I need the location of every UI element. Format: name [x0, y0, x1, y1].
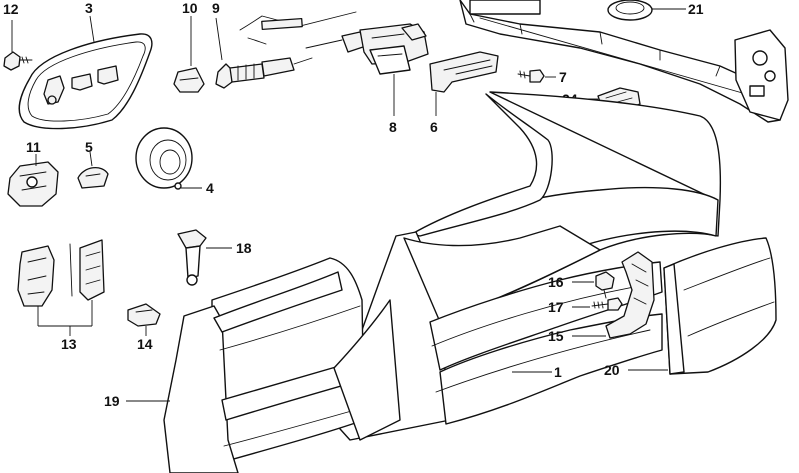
callout-14: 14 — [137, 336, 153, 352]
part-11-holder[interactable] — [7, 161, 59, 207]
callout-1: 1 — [554, 364, 562, 380]
callout-11: 11 — [26, 139, 41, 155]
callout-9: 9 — [212, 0, 220, 16]
part-20-fender[interactable] — [663, 237, 777, 375]
callout-12: 12 — [3, 1, 19, 17]
callout-18: 18 — [236, 240, 252, 256]
part-body-roof-rail[interactable] — [459, 0, 789, 123]
callout-4: 4 — [206, 180, 214, 196]
part-17-screw[interactable] — [591, 297, 623, 311]
callout-5: 5 — [85, 139, 93, 155]
part-5-cap[interactable] — [77, 167, 109, 189]
part-6-bracket[interactable] — [429, 51, 499, 93]
part-12-screw[interactable] — [3, 51, 33, 71]
leader-9 — [215, 17, 223, 61]
leader-3 — [89, 15, 95, 43]
part-7-screw[interactable] — [517, 69, 545, 83]
part-16-nut[interactable] — [595, 271, 615, 299]
callout-21: 21 — [688, 1, 704, 17]
callout-13: 13 — [61, 336, 77, 352]
part-14-clip[interactable] — [127, 303, 161, 327]
part-1-side-panel[interactable] — [331, 91, 722, 441]
callout-20: 20 — [604, 362, 620, 378]
part-4-seal[interactable] — [135, 127, 193, 190]
leader-5 — [89, 151, 93, 167]
callout-10: 10 — [182, 0, 198, 16]
part-19-door-panel[interactable] — [163, 257, 401, 473]
callout-19: 19 — [104, 393, 120, 409]
part-3-mirror-glass[interactable] — [18, 33, 153, 130]
callout-15: 15 — [548, 328, 564, 344]
callout-16: 16 — [548, 274, 564, 290]
callout-8: 8 — [389, 119, 397, 135]
part-21-grommet[interactable] — [607, 0, 653, 21]
part-8-actuator[interactable] — [305, 23, 429, 75]
callout-17: 17 — [548, 299, 564, 315]
part-10-clip[interactable] — [173, 67, 205, 93]
part-15-arch-bracket[interactable] — [605, 251, 655, 339]
part-13-latch[interactable] — [17, 239, 105, 307]
callout-7: 7 — [559, 69, 567, 85]
part-18-pin[interactable] — [177, 229, 207, 286]
callout-6: 6 — [430, 119, 438, 135]
callout-3: 3 — [85, 0, 93, 16]
part-9-release-cable[interactable] — [215, 11, 357, 89]
